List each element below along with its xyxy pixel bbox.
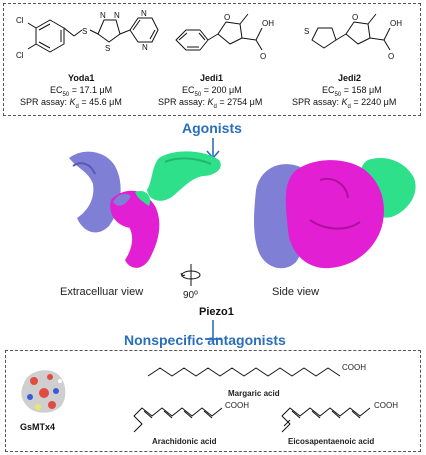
atom-o-carbonyl: O [260,52,266,61]
atom-n3: N [141,9,147,18]
jedi1-kd: SPR assay: Kd = 2754 μM [158,97,263,110]
extracellular-view-label: Extracelluar view [60,286,144,298]
jedi1-ec50: EC50 = 200 μM [182,85,242,98]
atom-s-link: S [82,27,87,36]
atom-o-carbonyl-2: O [388,52,394,61]
jedi2-structure: S O OH O [304,13,402,61]
atom-n1: N [100,11,106,20]
piezo1-extracellular-view [69,151,221,268]
atom-s-ring: S [105,44,110,53]
margaric-acid-label: Margaric acid [228,389,280,398]
yoda1-structure: Cl Cl S N N S N N [16,9,159,60]
atom-n4: N [142,43,148,52]
piezo1-label: Piezo1 [199,306,234,318]
jedi2-name: Jedi2 [338,73,362,83]
gsmtx4-structure [21,370,66,413]
atom-o-furan: O [352,13,358,22]
rotation-label: 90º [183,290,198,301]
atom-o-ring: O [224,13,230,22]
antagonists-panel [5,350,421,452]
arachidonic-acid-structure [133,407,223,433]
eicosapentaenoic-acid-cooh: COOH [374,401,398,410]
gsmtx4-label: GsMTx4 [20,422,56,432]
antagonists-heading: Nonspecific antagonists [124,332,286,348]
yoda1-ec50: EC50 = 17.1 μM [50,85,113,98]
jedi1-structure: O OH O [175,13,274,61]
jedi2-kd: SPR assay: Kd = 2240 μM [292,97,397,110]
jedi1-name: Jedi1 [200,73,224,83]
eicosapentaenoic-acid-label: Eicosapentaenoic acid [288,437,375,446]
inhibition-bar [205,320,221,340]
atom-s-thiophene: S [304,27,309,36]
arachidonic-acid-label: Arachidonic acid [152,437,217,446]
yoda1-kd: SPR assay: Kd = 45.6 μM [20,97,122,110]
atom-cl-bottom: Cl [16,51,24,60]
atom-n2: N [114,11,120,20]
jedi2-ec50: EC50 = 158 μM [322,85,382,98]
piezo1-side-view [254,158,416,269]
agonists-panel [3,3,421,116]
side-view-label: Side view [272,286,320,298]
margaric-acid-cooh: COOH [342,363,366,372]
margaric-acid-structure [147,367,341,377]
atom-oh: OH [262,19,274,28]
atom-oh-2: OH [390,19,402,28]
rotation-icon [180,264,201,286]
agonists-heading: Agonists [182,120,242,136]
yoda1-name: Yoda1 [68,73,95,83]
arachidonic-acid-cooh: COOH [225,401,249,410]
atom-cl-top: Cl [16,16,24,25]
eicosapentaenoic-acid-structure [281,407,371,433]
